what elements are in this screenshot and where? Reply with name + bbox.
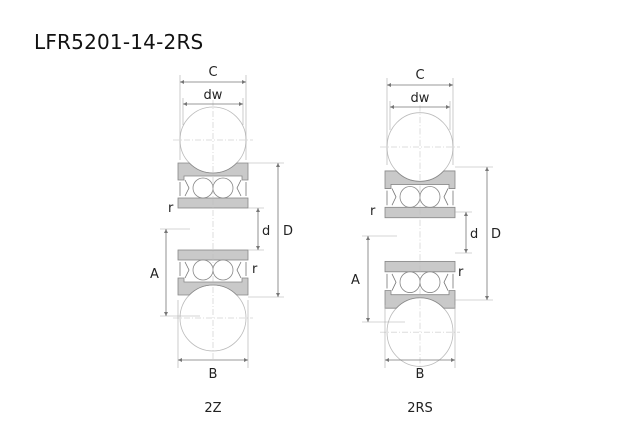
page-title: LFR5201-14-2RS [34,30,204,54]
dim-label-dw: dw [204,88,223,103]
dim-label-b: B [209,367,218,382]
dim-label-c: C [208,65,217,80]
dim-label-b: B [416,367,425,382]
bearing-2z: C dw r r d D A B 2Z [150,65,293,416]
dim-label-r-top: r [370,204,376,219]
dim-label-r-bottom: r [252,262,258,277]
dim-label-d-outer: D [491,227,501,242]
caption-2rs: 2RS [407,401,433,416]
dim-label-d-outer: D [283,224,293,239]
dim-label-a: A [150,267,159,282]
dim-label-a: A [351,273,360,288]
bearing-2rs: C dw r r d D A B 2RS [351,68,501,416]
dim-label-d-inner: d [470,227,478,242]
dim-label-r-bottom: r [458,265,464,280]
dim-label-c: C [415,68,424,83]
caption-2z: 2Z [204,401,221,416]
dim-label-r-top: r [168,201,174,216]
dim-label-dw: dw [411,91,430,106]
dim-label-d-inner: d [262,224,270,239]
